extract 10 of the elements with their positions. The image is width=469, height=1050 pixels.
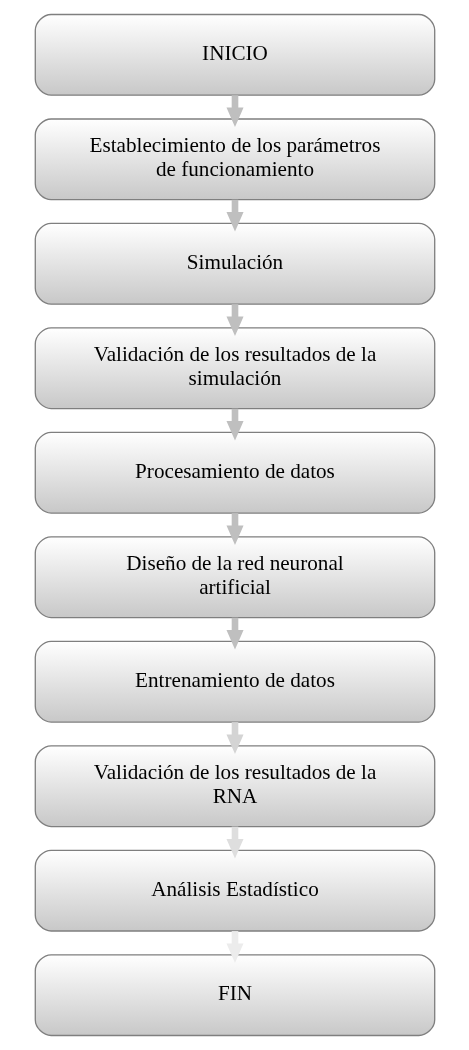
node-box: INICIO — [34, 13, 435, 96]
node-box: FIN — [34, 954, 435, 1037]
node-box: Procesamiento de datos — [34, 431, 435, 514]
node-box: Diseño de la red neuronal artificial — [34, 536, 435, 619]
node-box: Validación de los resultados de la RNA — [34, 745, 435, 828]
node-box: Entrenamiento de datos — [34, 640, 435, 723]
node-box: Establecimiento de los parámetros de funcionamiento — [34, 118, 435, 201]
node-box: Validación de los resultados de la simulación — [34, 327, 435, 410]
node-box: Simulación — [34, 222, 435, 305]
node-box: Análisis Estadístico — [34, 849, 435, 932]
